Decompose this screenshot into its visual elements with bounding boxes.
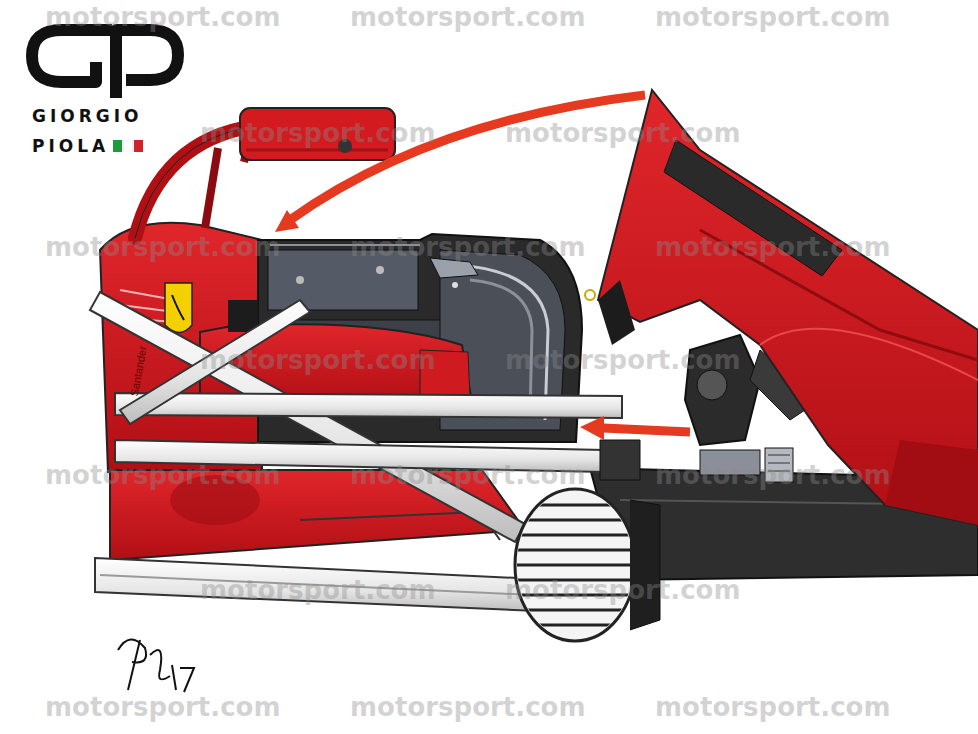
italian-flag (113, 140, 122, 152)
removal-arrow (603, 428, 690, 432)
radiator-bay (452, 282, 458, 288)
italian-flag (134, 140, 143, 152)
watermark: motorsport.com (505, 575, 741, 605)
watermark: motorsport.com (350, 692, 586, 722)
bargeboard-vent (510, 489, 660, 641)
side-impact-structure (115, 393, 622, 418)
watermark: motorsport.com (655, 232, 891, 262)
removal-arrow (290, 95, 645, 220)
watermark: motorsport.com (655, 460, 891, 490)
watermark: motorsport.com (45, 692, 281, 722)
logo-text: GIORGIO (32, 106, 143, 126)
logo-text: PIOLA (32, 136, 109, 156)
watermark: motorsport.com (45, 2, 281, 32)
watermark: motorsport.com (350, 232, 586, 262)
watermark: motorsport.com (350, 2, 586, 32)
halo (205, 148, 218, 228)
watermark: motorsport.com (200, 118, 436, 148)
removed-sidepod-cover (598, 90, 978, 525)
watermark: motorsport.com (200, 345, 436, 375)
watermark: motorsport.com (505, 345, 741, 375)
watermark: motorsport.com (350, 460, 586, 490)
radiator-bay (296, 276, 304, 284)
watermark: motorsport.com (505, 118, 741, 148)
bargeboard-vent (630, 500, 660, 630)
removal-arrow (275, 210, 299, 232)
sidepod-front (228, 300, 258, 332)
artist-signature (118, 639, 194, 692)
italian-flag (113, 140, 143, 152)
radiator-bay (376, 266, 384, 274)
removal-arrow (580, 416, 604, 440)
chassis (172, 295, 184, 320)
logo-mark (32, 30, 112, 82)
watermark: motorsport.com (45, 460, 281, 490)
watermark: motorsport.com (655, 2, 891, 32)
italian-flag (124, 140, 133, 152)
floor-edge (95, 558, 560, 612)
logo-mark (116, 30, 178, 98)
removed-sidepod-cover (598, 280, 635, 345)
bargeboard-vent (510, 505, 640, 625)
floor-edge (95, 558, 560, 612)
bargeboard-vent (510, 505, 640, 625)
artist-signature (118, 639, 194, 692)
removed-sidepod-cover (885, 440, 978, 525)
removed-sidepod-cover (760, 329, 978, 380)
removed-sidepod-cover (598, 90, 978, 525)
radiator-bay (585, 290, 595, 300)
watermark: motorsport.com (200, 575, 436, 605)
side-impact-structure (600, 440, 640, 480)
mirror (246, 149, 388, 152)
watermark: motorsport.com (655, 692, 891, 722)
watermark: motorsport.com (45, 232, 281, 262)
logo-mark (32, 30, 178, 98)
chassis (165, 283, 192, 333)
